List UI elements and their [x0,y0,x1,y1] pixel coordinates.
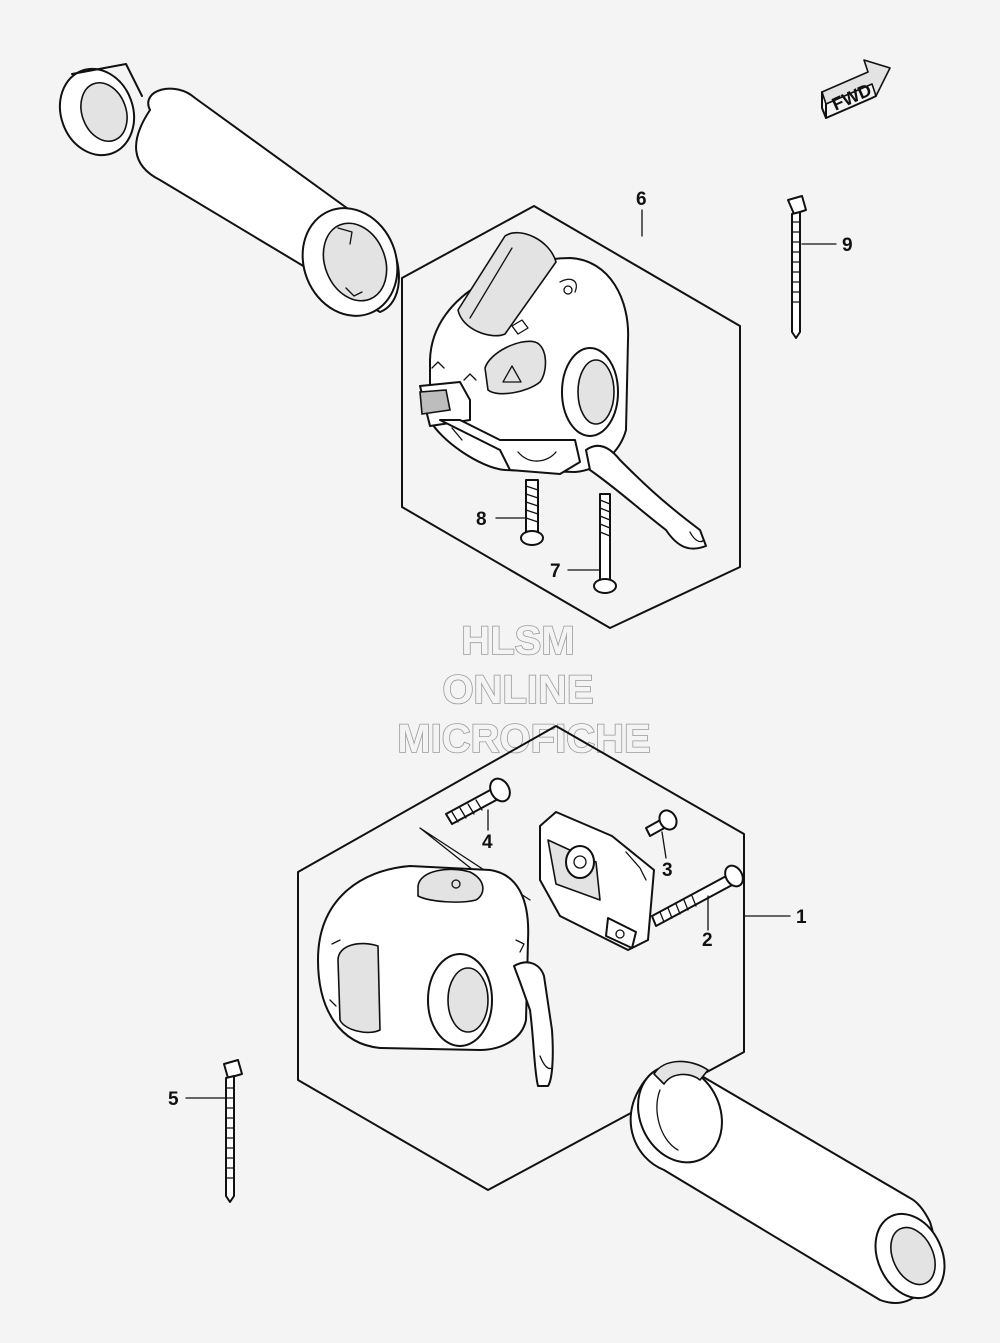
screw-3 [645,809,678,837]
callout-8: 8 [476,509,487,530]
fwd-arrow-icon: FWD [821,59,891,119]
cable-tie-5 [223,1059,243,1203]
screw-7 [593,493,617,594]
callout-3: 3 [662,860,673,881]
screw-8 [520,479,544,546]
screw-4 [445,777,511,825]
assembly-6-outline [401,205,741,629]
left-switch-housing [317,865,554,1087]
switch-clamp-bracket [539,811,655,951]
leader-3 [661,831,667,859]
callout-7: 7 [550,561,561,582]
left-handlebar-grip [58,63,400,317]
throttle-grip [629,1060,946,1304]
assembly-1-outline [297,725,745,1191]
callout-1: 1 [796,907,807,928]
watermark-line-3: MICROFICHE [397,717,650,761]
right-switch-housing [419,231,707,550]
screw-2 [651,864,744,927]
watermark-line-1: HLSM [461,619,574,663]
callout-9: 9 [842,235,853,256]
callout-5: 5 [168,1089,179,1110]
callout-4: 4 [482,832,493,853]
callout-2: 2 [702,930,713,951]
watermark-line-2: ONLINE [442,668,593,712]
callout-6: 6 [636,189,647,210]
cable-tie-9 [787,195,807,339]
